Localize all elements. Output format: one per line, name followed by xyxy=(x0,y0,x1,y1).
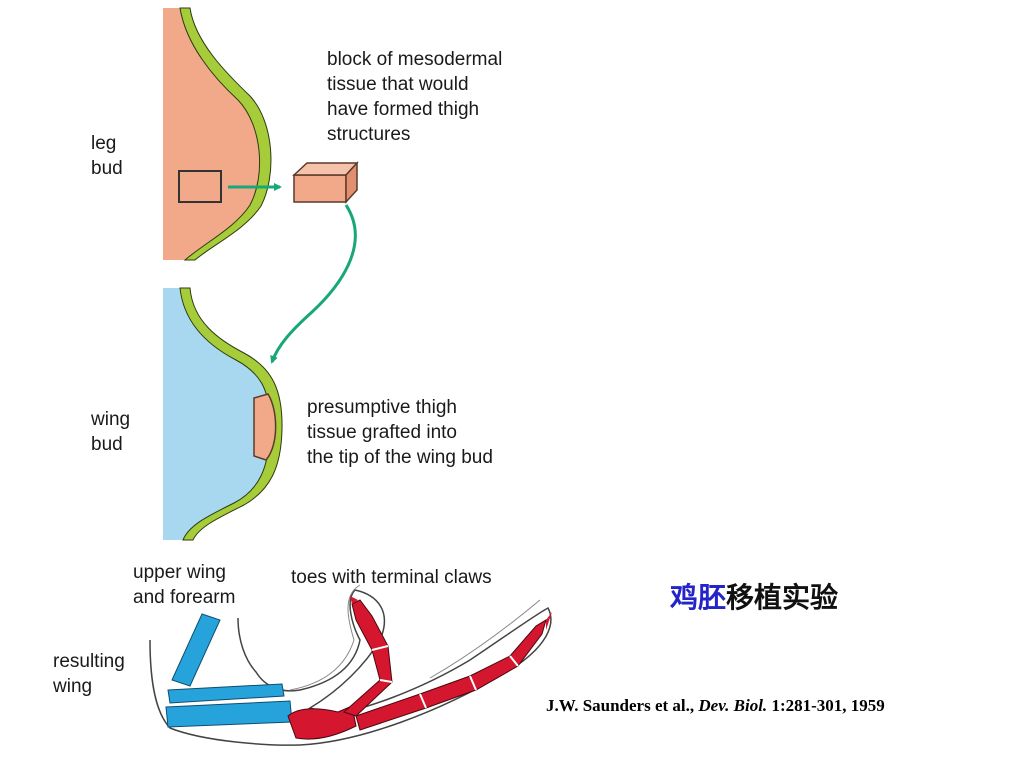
citation-journal: Dev. Biol. xyxy=(698,696,768,715)
label-toes-with-claws: toes with terminal claws xyxy=(291,567,492,588)
mesoderm-block xyxy=(292,161,359,204)
label-leg-bud: leg bud xyxy=(91,133,123,179)
title-part2: 移植实验 xyxy=(726,581,839,614)
citation: J.W. Saunders et al., Dev. Biol. 1:281-3… xyxy=(546,696,885,716)
label-wing-bud: wing bud xyxy=(91,409,131,455)
leg-bud-ectoderm xyxy=(179,7,272,261)
radius-bone xyxy=(167,683,285,704)
upper-toe-segments xyxy=(343,599,393,717)
resulting-wing-panel xyxy=(149,584,552,746)
toe-base xyxy=(287,705,357,740)
citation-authors: J.W. Saunders et al., xyxy=(546,696,699,715)
title-part1: 鸡胚 xyxy=(670,581,727,614)
grafted-thigh-tissue xyxy=(253,393,277,461)
label-block-of-mesoderm: block of mesodermal tissue that would ha… xyxy=(327,49,503,145)
label-presumptive-thigh: presumptive thigh tissue grafted into th… xyxy=(307,397,493,468)
leg-bud-tissue xyxy=(163,8,260,260)
toe-bones xyxy=(287,596,552,740)
lower-toe-claw xyxy=(546,612,552,630)
ulna-bone xyxy=(165,700,293,728)
upper-toe-claw xyxy=(350,596,358,604)
lower-toe-segments xyxy=(355,618,547,731)
label-upper-wing-forearm: upper wing and forearm xyxy=(133,562,236,608)
wing-bud-panel xyxy=(163,287,283,541)
wing-bud-ectoderm xyxy=(179,287,283,541)
graft-arrow xyxy=(270,204,357,364)
leg-bud-panel xyxy=(163,7,359,364)
excised-block-outline xyxy=(178,170,222,203)
wing-bud-tissue xyxy=(163,288,271,540)
upper-wing-bones xyxy=(165,613,293,728)
experiment-title: 鸡胚移植实验 xyxy=(670,576,838,616)
humerus-bone xyxy=(171,613,221,687)
label-resulting-wing: resulting wing xyxy=(53,651,125,697)
wing-outline-inner xyxy=(289,584,541,691)
toe-joints xyxy=(371,645,519,709)
citation-details: 1:281-301, 1959 xyxy=(767,696,885,715)
wing-outline xyxy=(149,589,552,746)
